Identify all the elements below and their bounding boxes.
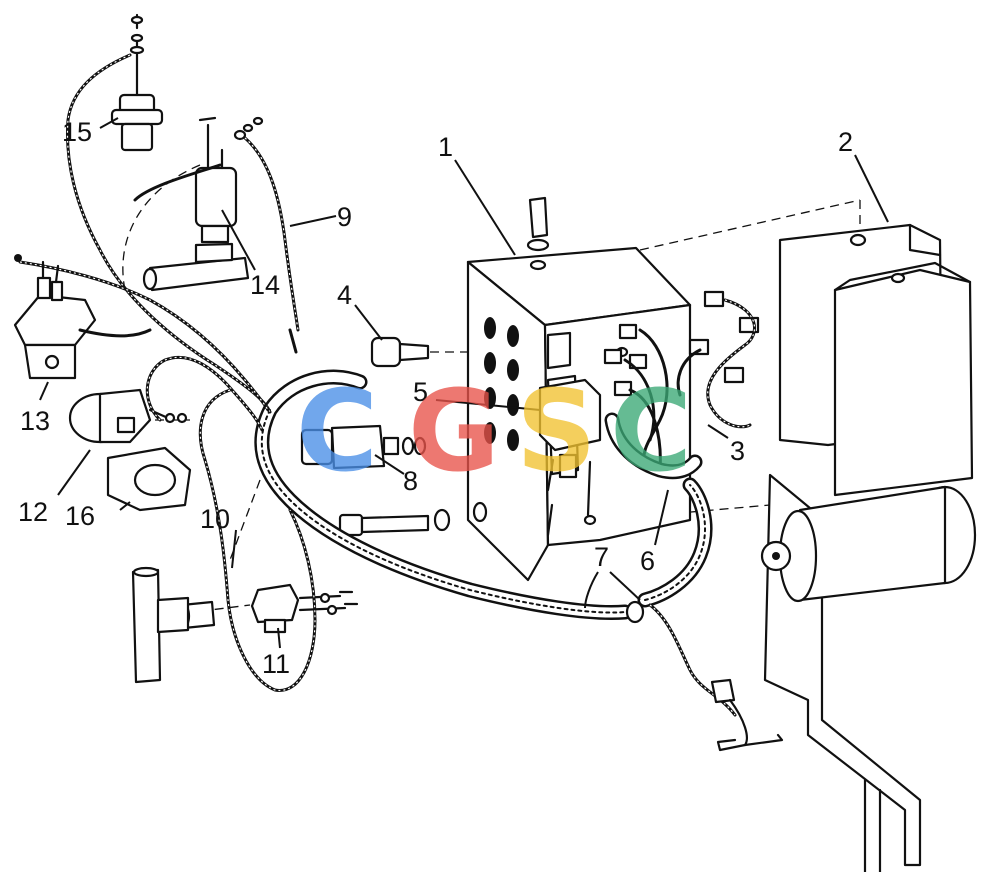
callout-16: 16 xyxy=(65,501,95,531)
part-4-plug xyxy=(370,336,430,368)
part-13-sender xyxy=(13,254,97,380)
long-bolt xyxy=(338,508,451,537)
wire-runs xyxy=(18,53,317,692)
part-2-cover xyxy=(778,223,974,497)
part-3-connectors xyxy=(603,290,760,472)
callout-6: 6 xyxy=(640,546,655,576)
watermark-letter-g: G xyxy=(408,367,500,497)
watermark-letter-c2: C xyxy=(610,367,692,497)
part-5-relay xyxy=(538,378,602,537)
callout-7: 7 xyxy=(594,542,609,572)
callout-4: 4 xyxy=(337,280,352,310)
callout-2: 2 xyxy=(838,127,853,157)
part-14-switch xyxy=(142,116,264,292)
part-11-pressure-switch xyxy=(131,566,359,684)
callout-3: 3 xyxy=(730,436,745,466)
callout-9: 9 xyxy=(337,202,352,232)
part-8-sensor xyxy=(300,424,427,470)
callout-14: 14 xyxy=(250,270,280,300)
mounting-bracket xyxy=(760,473,977,872)
watermark: C G S C xyxy=(296,367,692,497)
callout-15: 15 xyxy=(62,117,92,147)
callout-1: 1 xyxy=(438,132,453,162)
part-16-cover xyxy=(106,446,192,512)
part-1-enclosure xyxy=(466,196,692,582)
callout-8: 8 xyxy=(403,466,418,496)
watermark-letter-c1: C xyxy=(296,367,378,497)
callout-10: 10 xyxy=(200,504,230,534)
watermark-letter-s: S xyxy=(516,367,597,497)
part-12-buzzer xyxy=(68,388,188,444)
callout-5: 5 xyxy=(413,377,428,407)
callout-numbers: 1 2 3 4 5 6 7 8 9 10 11 12 13 14 15 16 xyxy=(18,117,853,679)
callout-12: 12 xyxy=(18,497,48,527)
leader-lines xyxy=(39,117,889,649)
main-harness xyxy=(254,369,784,752)
callout-13: 13 xyxy=(20,406,50,436)
callout-11: 11 xyxy=(262,649,290,679)
part-15-switch xyxy=(110,13,164,152)
